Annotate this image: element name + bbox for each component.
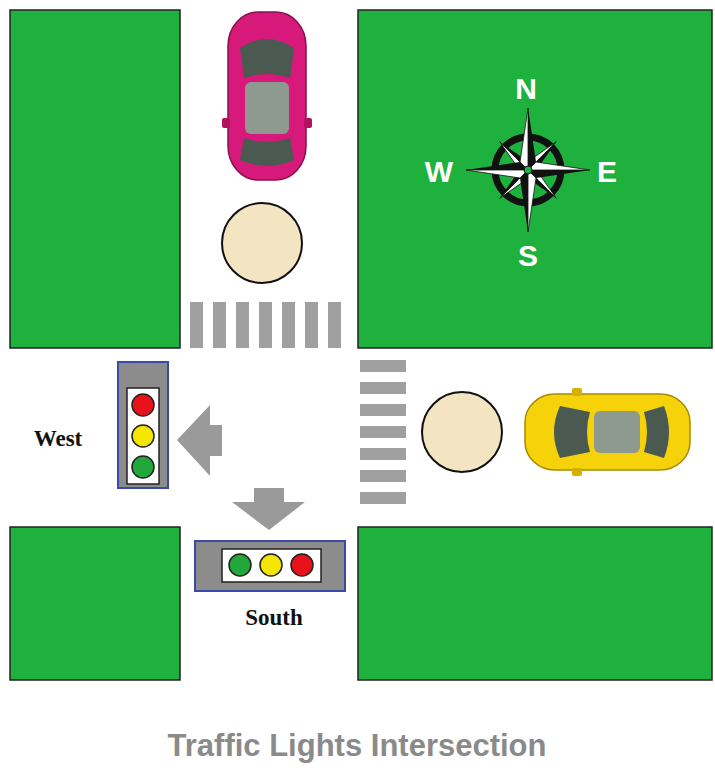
- traffic-light-west: [118, 362, 168, 488]
- compass-letter: N: [515, 74, 537, 104]
- yellow-car: [525, 388, 690, 476]
- traffic-light-south: [195, 541, 345, 591]
- caption: Traffic Lights Intersection: [168, 730, 547, 761]
- light-name: South: [245, 606, 303, 629]
- stop-marker: [422, 392, 502, 472]
- crosswalk: [360, 360, 406, 504]
- grass-block: [10, 527, 180, 680]
- light-name: West: [34, 427, 83, 450]
- crosswalk: [190, 302, 341, 348]
- compass-letter: E: [597, 157, 617, 187]
- grass-block: [10, 10, 180, 348]
- compass-letter: W: [425, 157, 453, 187]
- grass-block: [358, 527, 712, 680]
- stop-marker: [222, 203, 302, 283]
- pink-car: [222, 12, 312, 180]
- compass-rose: [466, 108, 590, 232]
- direction-arrow: [232, 488, 305, 530]
- compass-letter: S: [518, 241, 538, 271]
- direction-arrow: [177, 405, 222, 476]
- grass-block: [358, 10, 712, 348]
